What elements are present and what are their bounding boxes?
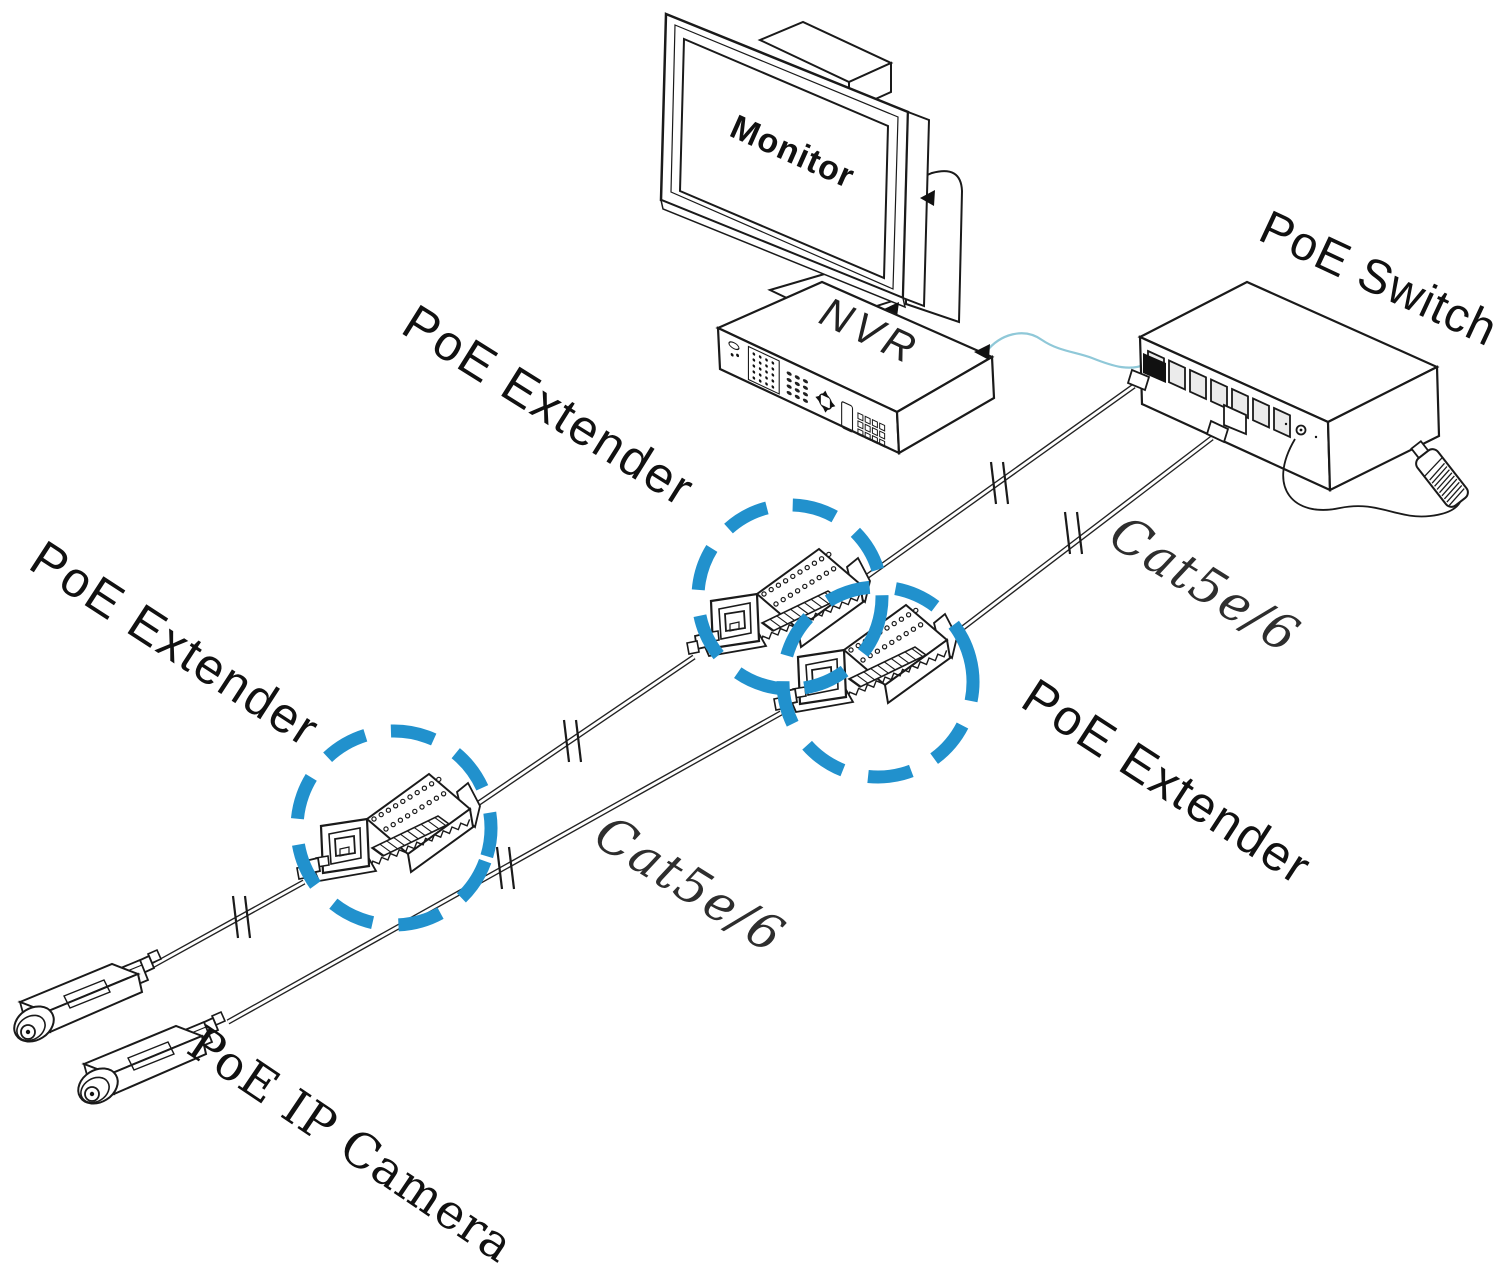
power-plug	[1410, 439, 1469, 508]
extender-highlight-circle	[691, 498, 889, 696]
poe-ip-camera-1	[6, 949, 163, 1050]
extender-left-label: PoE Extender	[21, 530, 330, 758]
power-adapter-assembly	[1282, 438, 1469, 518]
monitor-screen	[678, 37, 890, 280]
cat5e-upper-label: Cat5e/6	[1100, 504, 1311, 666]
connector-arrow-icon	[920, 190, 935, 206]
switch-plugs	[1126, 353, 1247, 444]
nvr-keypad	[752, 352, 775, 389]
power-socket	[1295, 424, 1307, 436]
nvr-front-panel	[728, 341, 886, 448]
highlight-circles	[290, 498, 980, 932]
cat5e-cables	[150, 383, 1214, 1025]
nvr-buttons	[786, 371, 808, 403]
nvr-key-grid	[857, 412, 886, 448]
poe-extender-3	[295, 772, 482, 883]
power-button	[728, 341, 740, 351]
rj45-plug	[1143, 353, 1166, 383]
extender-highlight-circle	[290, 724, 498, 932]
nvr-uplink-cable	[985, 332, 1151, 369]
monitor: Monitor	[659, 12, 964, 324]
cat5e-lower-label: Cat5e/6	[585, 804, 796, 966]
connector-arrow-icon	[974, 344, 990, 360]
extender-top-label: PoE Extender	[393, 294, 705, 518]
rj45-plug	[1223, 403, 1247, 436]
extender-right-label: PoE Extender	[1013, 668, 1322, 896]
power-cable	[1282, 438, 1462, 518]
extender-highlight-circle	[776, 580, 980, 784]
ip-camera-label: PoE IP Camera	[178, 1015, 524, 1274]
